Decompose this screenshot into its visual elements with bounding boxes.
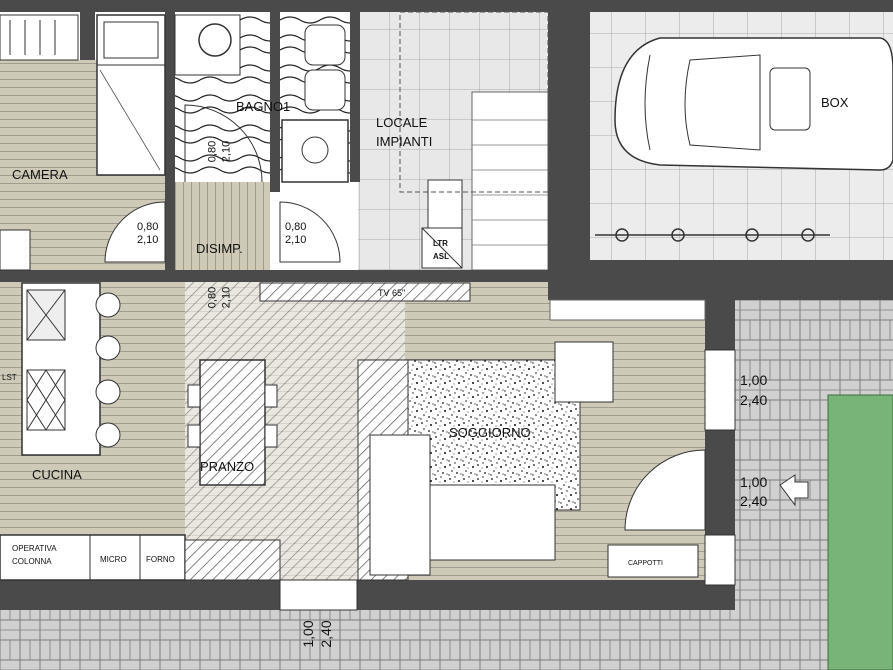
room-label-camera: CAMERA — [12, 167, 68, 182]
fixture-asl: ASL — [433, 252, 449, 261]
fixture-micro: MICRO — [100, 555, 127, 564]
room-label-bagno: BAGNO1 — [236, 99, 291, 114]
door-camera-width: 0,80 — [137, 221, 159, 233]
entrance-width: 1,00 — [740, 474, 768, 490]
car-outline — [614, 37, 893, 171]
window-right-width: 1,00 — [740, 372, 768, 388]
room-label-locale-2: IMPIANTI — [376, 134, 433, 149]
door-bagno-height: 2,10 — [220, 140, 233, 163]
door-disimp-right-height: 2,10 — [285, 234, 307, 246]
room-label-soggiorno: SOGGIORNO — [449, 425, 531, 440]
fixture-ltr: LTR — [433, 239, 448, 248]
garden — [827, 394, 893, 670]
fixture-operativa-2: COLONNA — [12, 557, 52, 566]
door-bagno-width: 0,80 — [206, 140, 219, 163]
door-camera-height: 2,10 — [137, 234, 159, 246]
fixture-forno: FORNO — [146, 555, 175, 564]
room-label-box: BOX — [821, 95, 849, 110]
stairs — [471, 91, 549, 271]
bed — [96, 14, 166, 176]
dining-table — [199, 359, 266, 486]
window-right-height: 2,40 — [740, 392, 768, 408]
door-disimp-right-width: 0,80 — [285, 221, 307, 233]
room-label-cucina: CUCINA — [32, 467, 82, 482]
fixture-tv: TV 65" — [378, 288, 406, 298]
door-disimp-bottom-width: 0,80 — [206, 286, 219, 309]
room-label-pranzo: PRANZO — [200, 459, 255, 474]
fixture-cappotti: CAPPOTTI — [628, 560, 664, 567]
fixture-lst: LST — [2, 373, 17, 382]
room-label-locale-1: LOCALE — [376, 115, 428, 130]
entrance-height: 2,40 — [740, 493, 768, 509]
window-bottom-height: 2,40 — [318, 620, 334, 648]
window-bottom-width: 1,00 — [300, 620, 316, 648]
door-disimp-bottom-height: 2,10 — [220, 286, 233, 309]
fixture-operativa-1: OPERATIVA — [12, 544, 57, 553]
room-label-disimp: DISIMP. — [196, 241, 243, 256]
